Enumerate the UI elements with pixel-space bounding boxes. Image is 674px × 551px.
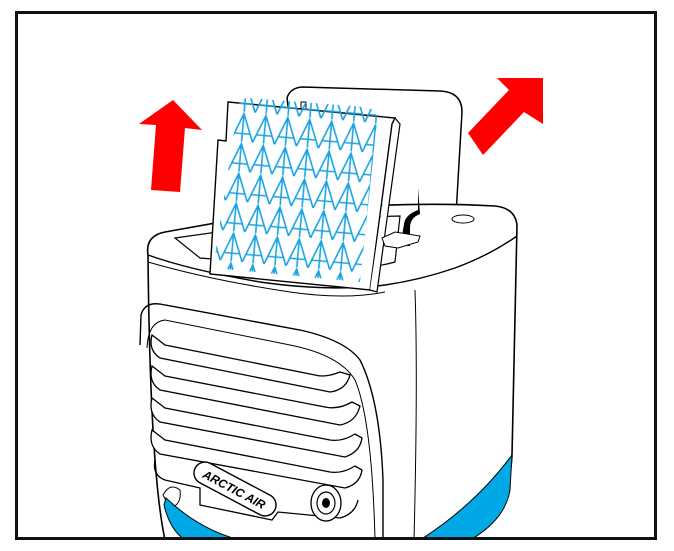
up-right-arrow-icon xyxy=(468,78,543,155)
power-knob xyxy=(310,484,342,522)
louvres xyxy=(150,333,363,521)
latch-arrow-icon xyxy=(401,188,420,246)
base-accent-left xyxy=(163,497,232,537)
illustration-frame: ARCTIC AIR xyxy=(15,11,657,540)
louvre-frame xyxy=(139,303,384,537)
cooler-illustration: ARCTIC AIR xyxy=(139,78,543,537)
base-accent-right xyxy=(423,453,513,537)
up-arrow-icon xyxy=(139,100,202,192)
filter-cartridge xyxy=(209,97,401,293)
